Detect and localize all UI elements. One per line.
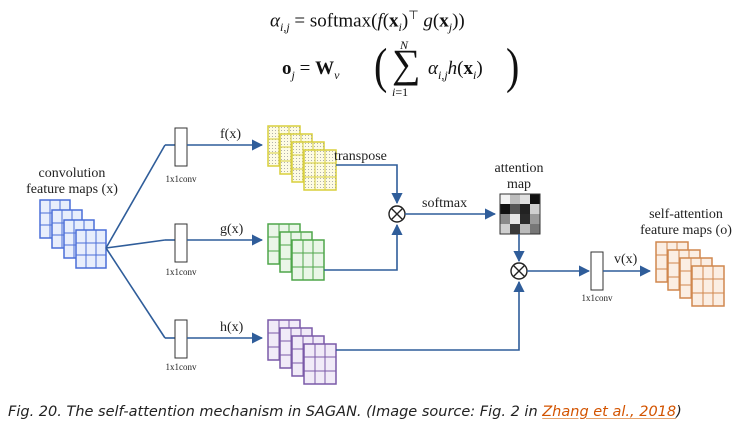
h-to-multiply-arrow [336,280,525,351]
sagan-diagram: convolution feature maps (x) 1x1conv 1x1… [26,125,732,385]
attention-label-line2: map [507,177,531,192]
transpose-arrow [336,164,403,205]
f-feature-maps [267,125,337,191]
h-feature-maps [267,319,337,385]
caption-text: Fig. 20. The self-attention mechanism in… [8,404,543,420]
f-label: f(x) [220,127,241,142]
f-conv-block [174,127,188,167]
input-feature-maps [39,199,107,269]
v-label: v(x) [614,252,638,267]
matmul-node-1 [388,205,406,223]
h-label: h(x) [220,320,244,335]
branch-to-h [105,247,166,339]
input-label-line1: convolution [39,166,106,181]
h-conv-label: 1x1conv [166,362,197,372]
output-label-line2: feature maps (o) [640,223,732,238]
v-conv-label: 1x1conv [582,293,613,303]
attention-map [499,193,541,235]
caption-close: ) [676,404,682,420]
attention-equation: αi,j = softmax(f(xi)⊤ g(xj)) [270,8,465,35]
g-feature-maps [267,223,325,281]
g-conv-label: 1x1conv [166,267,197,277]
matmul-node-2 [510,262,528,280]
g-conv-block [174,223,188,263]
g-label: g(x) [220,222,244,237]
softmax-label: softmax [422,196,467,211]
figure-caption: Fig. 20. The self-attention mechanism in… [8,404,682,420]
h-conv-block [174,319,188,359]
branch-to-f [105,144,166,249]
branch-to-g [105,239,166,249]
input-label-line2: feature maps (x) [26,182,118,197]
g-to-multiply-arrow [324,223,403,271]
attention-label-line1: attention [495,161,544,176]
transpose-label: transpose [334,149,387,164]
f-conv-label: 1x1conv [166,174,197,184]
output-label-line1: self-attention [649,207,723,222]
v-conv-block [590,251,604,291]
output-feature-maps [655,241,725,307]
source-link[interactable]: Zhang et al., 2018 [542,404,677,420]
